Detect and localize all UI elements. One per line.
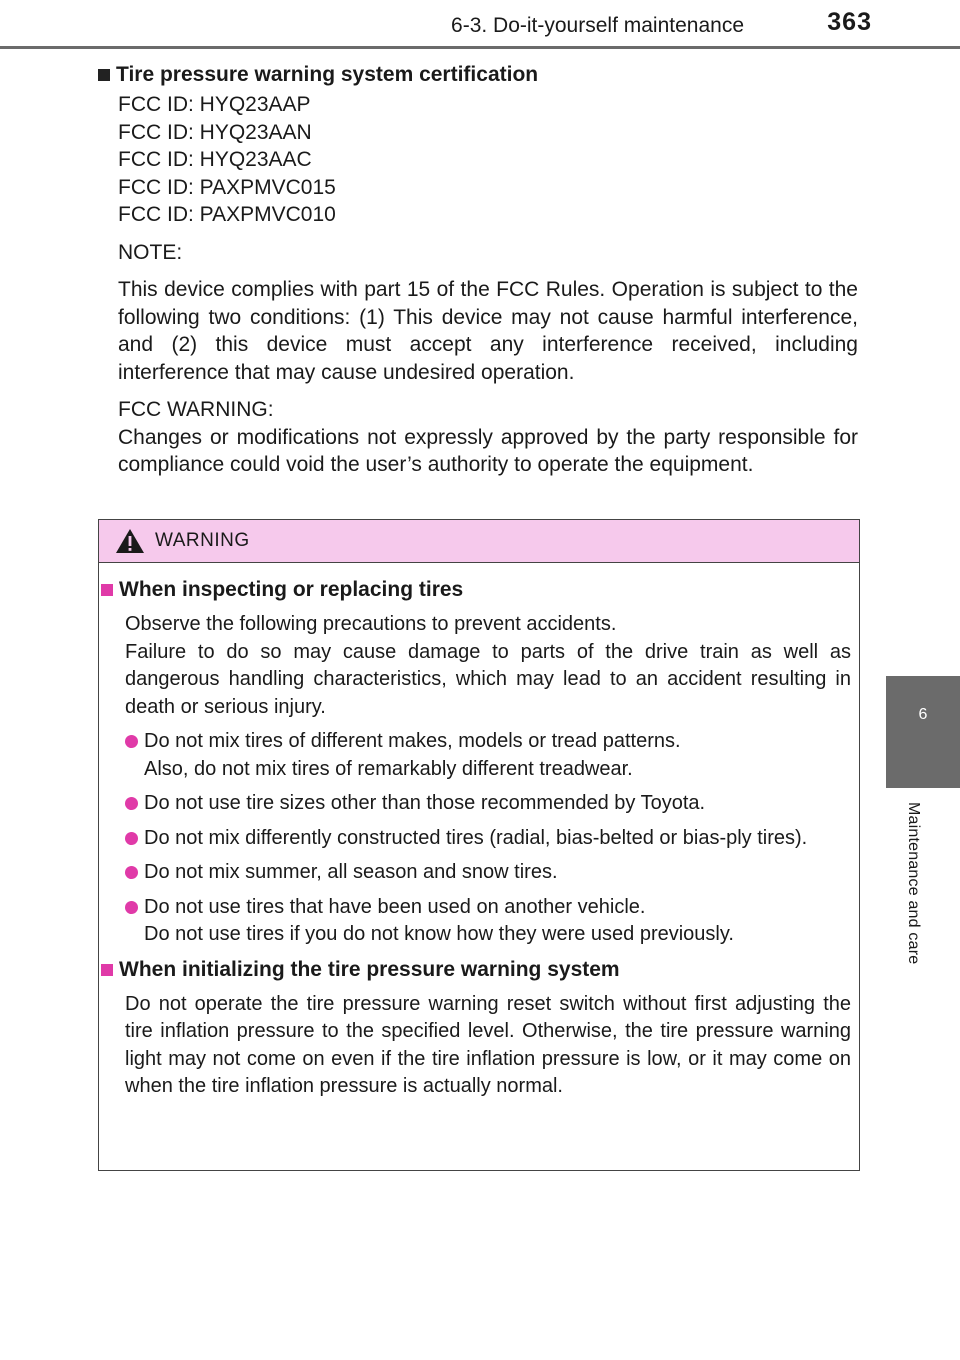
fcc-id: FCC ID: PAXPMVC010 <box>118 203 336 226</box>
warning-title: WARNING <box>155 530 250 551</box>
fcc-id: FCC ID: HYQ23AAP <box>118 93 311 116</box>
page-header: 6-3. Do-it-yourself maintenance 363 <box>0 0 960 50</box>
list-item: Do not mix summer, all season and snow t… <box>101 859 851 887</box>
bullet-dot-icon <box>125 735 138 748</box>
inspecting-heading: When inspecting or replacing tires <box>101 577 851 603</box>
chapter-number: 6 <box>918 706 928 723</box>
note-label: NOTE: <box>118 240 183 264</box>
note-text: This device complies with part 15 of the… <box>118 278 858 384</box>
chapter-number-box: 6 <box>886 676 960 788</box>
bullet-text-2: Do not use tires if you do not know how … <box>144 923 734 945</box>
bullet-text: Do not use tires that have been used on … <box>144 895 646 918</box>
fcc-id: FCC ID: PAXPMVC015 <box>118 175 336 199</box>
certification-heading: Tire pressure warning system certificati… <box>98 62 858 88</box>
bullet-text-2: Also, do not mix tires of remarkably dif… <box>144 757 633 780</box>
list-item: Do not mix differently constructed tires… <box>101 825 851 853</box>
inspecting-heading-text: When inspecting or replacing tires <box>119 578 464 601</box>
page-number: 363 <box>827 8 872 36</box>
warning-box: WARNING When inspecting or replacing tir… <box>98 519 860 1171</box>
square-bullet-icon <box>98 69 110 81</box>
bullet-dot-icon <box>125 900 138 914</box>
fcc-warning-text: Changes or modifications not expressly a… <box>118 425 858 477</box>
chapter-title: Maintenance and care <box>905 802 922 965</box>
bullet-dot-icon <box>125 831 138 845</box>
fcc-id: FCC ID: HYQ23AAN <box>118 120 312 144</box>
inspecting-intro: Observe the following precautions to pre… <box>125 613 617 635</box>
fcc-id: FCC ID: HYQ23AAC <box>118 148 312 171</box>
bullet-dot-icon <box>125 797 138 810</box>
square-bullet-icon <box>101 584 113 596</box>
certification-heading-text: Tire pressure warning system certificati… <box>116 63 539 86</box>
initializing-text: Do not operate the tire pressure warning… <box>125 992 851 1098</box>
initializing-heading-text: When initializing the tire pressure warn… <box>119 957 620 981</box>
list-item: Do not use tire sizes other than those r… <box>101 790 851 818</box>
chapter-side-tab: 6 Maintenance and care <box>886 676 960 1316</box>
warning-triangle-icon <box>116 529 144 553</box>
list-item: Do not mix tires of different makes, mod… <box>101 728 851 783</box>
bullet-dot-icon <box>125 866 138 879</box>
bullet-text: Do not use tire sizes other than those r… <box>144 792 706 814</box>
square-bullet-icon <box>101 963 113 976</box>
warning-header: WARNING <box>99 520 859 563</box>
bullet-text: Do not mix tires of different makes, mod… <box>144 730 681 752</box>
fcc-warning-label: FCC WARNING: <box>118 398 274 421</box>
certification-section: Tire pressure warning system certificati… <box>98 62 858 479</box>
initializing-heading: When initializing the tire pressure warn… <box>101 957 851 983</box>
bullet-text: Do not mix differently constructed tires… <box>144 826 808 849</box>
list-item: Do not use tires that have been used on … <box>101 894 851 949</box>
section-title: 6-3. Do-it-yourself maintenance <box>451 14 744 37</box>
warning-content: When inspecting or replacing tires Obser… <box>99 563 859 1101</box>
bullet-text: Do not mix summer, all season and snow t… <box>144 861 558 883</box>
fcc-id-list: FCC ID: HYQ23AAP FCC ID: HYQ23AAN FCC ID… <box>98 91 858 229</box>
header-divider <box>0 46 960 49</box>
inspecting-intro-2: Failure to do so may cause damage to par… <box>125 640 851 718</box>
